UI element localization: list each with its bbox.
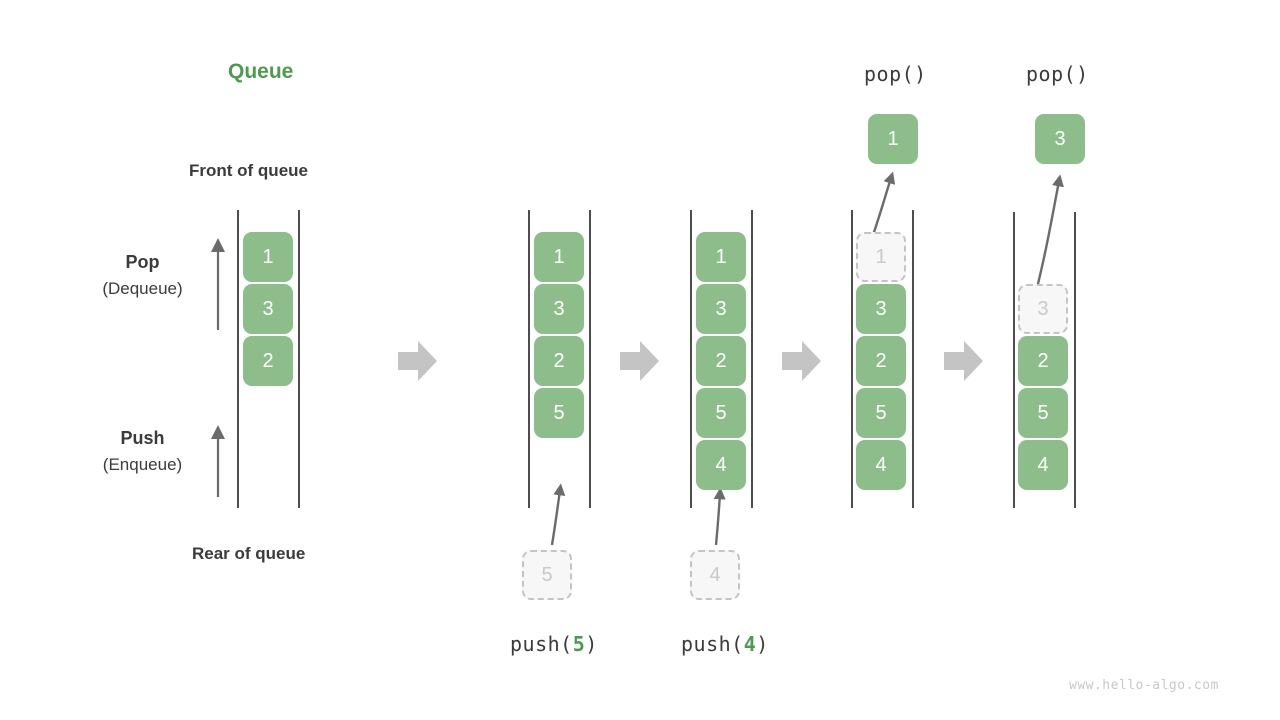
queue-cell: 3 [243,284,293,334]
stage-arrow-4 [944,341,983,381]
queue-cell: 4 [696,440,746,490]
push-label-sub: (Enqueue) [102,455,183,474]
push-5-suffix: ) [585,632,598,656]
push-4-arg: 4 [743,632,757,656]
pop-label-1: pop() [864,62,927,86]
queue-rail-right-1 [298,210,300,508]
pop-label-bold: Pop [125,252,160,272]
pop-label-2: pop() [1026,62,1089,86]
rear-of-queue-label: Rear of queue [192,544,306,563]
ghost-cell-push-4: 4 [690,550,740,600]
stage-arrow-1 [398,341,437,381]
pop-1-curve [870,171,896,239]
queue-cell: 5 [534,388,584,438]
queue-rail-right-3 [751,210,753,508]
queue-cell: 5 [856,388,906,438]
queue-rail-left-2 [528,210,530,508]
queue-rail-left-1 [237,210,239,508]
queue-cell: 5 [696,388,746,438]
queue-rail-left-5 [1013,212,1015,508]
ghost-cell-pop-3: 3 [1018,284,1068,334]
stage-arrow-3 [782,341,821,381]
queue-cell: 2 [1018,336,1068,386]
queue-cell: 1 [534,232,584,282]
front-of-queue-label: Front of queue [189,161,308,180]
queue-rail-right-2 [589,210,591,508]
push-4-label: push(4) [681,632,769,656]
queue-cell: 3 [696,284,746,334]
push-4-prefix: push( [681,632,744,656]
queue-rail-right-4 [912,210,914,508]
push-5-prefix: push( [510,632,573,656]
watermark: www.hello-algo.com [1069,678,1219,693]
queue-rail-right-5 [1074,212,1076,508]
pop-label-sub: (Dequeue) [102,279,183,298]
stage-arrow-2 [620,341,659,381]
pop-operation-label: Pop (Dequeue) [60,252,225,299]
popped-cell-1: 1 [868,114,918,164]
push-4-suffix: ) [756,632,769,656]
push-label-bold: Push [120,428,165,448]
queue-cell: 4 [1018,440,1068,490]
queue-cell: 2 [534,336,584,386]
queue-cell: 3 [534,284,584,334]
push-5-curve [550,483,566,546]
push-operation-label: Push (Enqueue) [60,428,225,475]
ghost-cell-pop-1: 1 [856,232,906,282]
popped-cell-3: 3 [1035,114,1085,164]
queue-cell: 2 [696,336,746,386]
push-5-label: push(5) [510,632,598,656]
queue-cell: 1 [696,232,746,282]
queue-cell: 5 [1018,388,1068,438]
queue-cell: 2 [243,336,293,386]
pop-3-curve [1034,174,1064,293]
push-5-arg: 5 [572,632,586,656]
queue-cell: 4 [856,440,906,490]
push-4-curve [713,487,726,546]
queue-cell: 1 [243,232,293,282]
queue-rail-left-3 [690,210,692,508]
ghost-cell-push-5: 5 [522,550,572,600]
queue-cell: 3 [856,284,906,334]
queue-cell: 2 [856,336,906,386]
queue-rail-left-4 [851,210,853,508]
page-title: Queue [228,60,294,83]
